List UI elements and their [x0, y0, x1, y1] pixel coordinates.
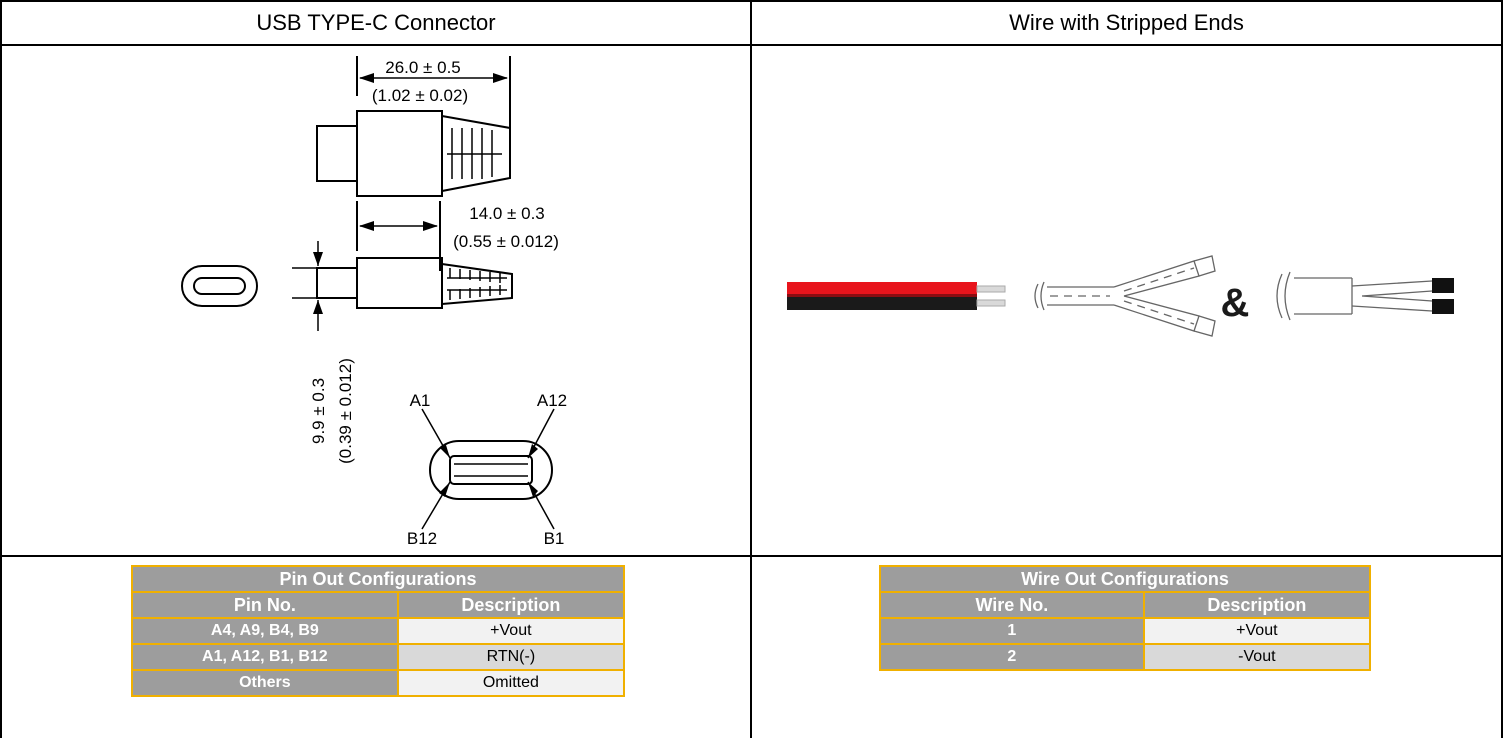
table-row: 2 -Vout	[879, 643, 1372, 671]
wire-out-table: Wire Out Configurations Wire No. Descrip…	[879, 565, 1372, 671]
front-view-inner	[193, 277, 246, 295]
dim-length-mm: 26.0 ± 0.5	[385, 58, 461, 77]
side-view-tip	[316, 267, 358, 299]
pin-face-outer	[429, 440, 553, 500]
pin-no-cell: A1, A12, B1, B12	[131, 643, 399, 671]
table-row: 1 +Vout	[879, 617, 1372, 645]
tinned-end-top	[1432, 278, 1454, 293]
front-view-outer	[181, 265, 258, 307]
pin-table-col-pin: Pin No.	[131, 591, 399, 619]
pin-label-b12: B12	[407, 529, 437, 548]
pin-table-col-desc: Description	[396, 591, 626, 619]
dim-height-in: (0.39 ± 0.012)	[336, 358, 355, 464]
wire-desc-cell: +Vout	[1142, 617, 1372, 645]
pin-no-cell: Others	[131, 669, 399, 697]
pin-desc-cell: Omitted	[396, 669, 626, 697]
pin-out-table: Pin Out Configurations Pin No. Descripti…	[131, 565, 626, 697]
dim-length-in: (1.02 ± 0.02)	[372, 86, 468, 105]
pin-desc-cell: RTN(-)	[396, 643, 626, 671]
row-divider	[0, 555, 1503, 557]
pin-table-title: Pin Out Configurations	[131, 565, 625, 593]
tinned-end-bottom	[1432, 299, 1454, 314]
dim-plug-mm: 14.0 ± 0.3	[469, 204, 545, 223]
top-view-strain-relief	[441, 114, 511, 193]
dim-height-mm: 9.9 ± 0.3	[309, 378, 328, 444]
table-row: A4, A9, B4, B9 +Vout	[131, 617, 626, 645]
pin-label-a1: A1	[410, 391, 431, 410]
header-wire-stripped: Wire with Stripped Ends	[1009, 10, 1244, 35]
border-right	[1501, 0, 1503, 738]
pin-face-inner	[449, 455, 533, 485]
header-usb-connector: USB TYPE-C Connector	[256, 10, 496, 35]
column-divider	[750, 0, 752, 738]
side-view-body	[356, 257, 443, 309]
ampersand: &	[1221, 281, 1250, 325]
top-view-tip	[316, 125, 358, 182]
header-divider	[0, 44, 1503, 46]
pin-no-cell: A4, A9, B4, B9	[131, 617, 399, 645]
pin-desc-cell: +Vout	[396, 617, 626, 645]
wire-red-insulation	[787, 282, 977, 296]
wire-desc-cell: -Vout	[1142, 643, 1372, 671]
wire-table-col-desc: Description	[1142, 591, 1372, 619]
pin-label-a12: A12	[537, 391, 567, 410]
table-row: Others Omitted	[131, 669, 626, 697]
pin-label-b1: B1	[544, 529, 565, 548]
side-view-strain-relief	[441, 263, 513, 305]
wire-table-title: Wire Out Configurations	[879, 565, 1371, 593]
wire-drawing: &	[787, 255, 1454, 337]
wire-table-col-wire: Wire No.	[879, 591, 1145, 619]
wire-no-cell: 2	[879, 643, 1145, 671]
usb-connector-drawing: 26.0 ± 0.5 (1.02 ± 0.02) 14.0 ± 0.3 (0.5…	[181, 56, 567, 548]
wire-no-cell: 1	[879, 617, 1145, 645]
border-left	[0, 0, 2, 738]
table-row: A1, A12, B1, B12 RTN(-)	[131, 643, 626, 671]
dim-plug-in: (0.55 ± 0.012)	[453, 232, 559, 251]
wire-black-insulation	[787, 296, 977, 310]
top-view-body	[356, 110, 443, 197]
